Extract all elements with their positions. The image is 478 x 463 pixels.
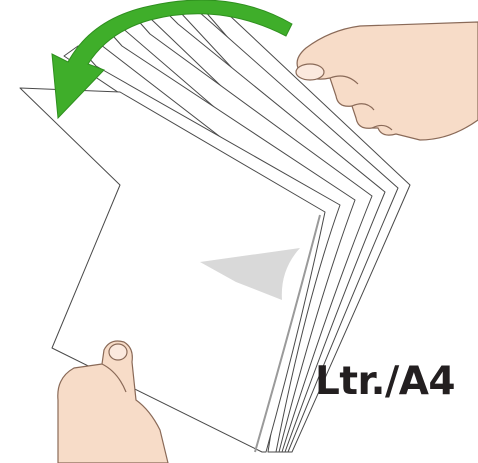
paper-size-label: Ltr./A4 bbox=[315, 362, 455, 401]
